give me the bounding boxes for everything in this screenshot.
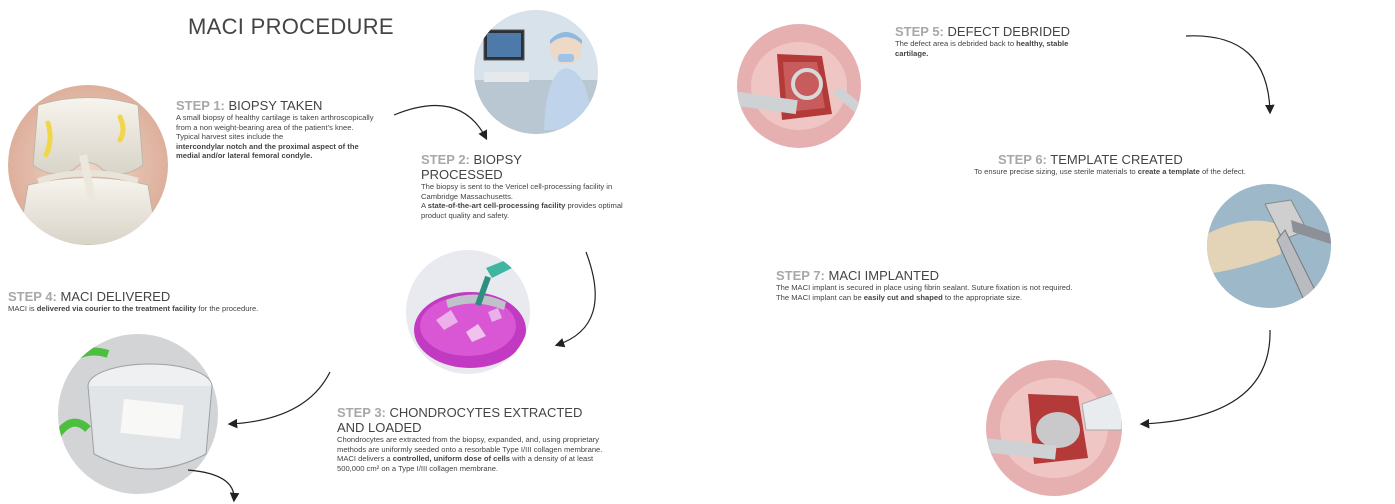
step-4-block: STEP 4: MACI DELIVERED MACI is delivered… (8, 289, 348, 314)
step-4-name: MACI DELIVERED (61, 289, 171, 304)
step-3-block: STEP 3: CHONDROCYTES EXTRACTED AND LOADE… (337, 405, 637, 473)
step-2-block: STEP 2: BIOPSY PROCESSED The biopsy is s… (421, 152, 651, 220)
step-4-bold: delivered via courier to the treatment f… (37, 304, 197, 313)
step-2-text: The biopsy is sent to the Vericel cell-p… (421, 182, 649, 220)
step-6-text: To ensure precise sizing, use sterile ma… (974, 167, 1388, 177)
step-6-text-2: of the defect. (1200, 167, 1246, 176)
step-1-heading: STEP 1: BIOPSY TAKEN (176, 98, 376, 113)
page-title: MACI PROCEDURE (188, 14, 394, 40)
step-6-block: STEP 6: TEMPLATE CREATED To ensure preci… (998, 152, 1388, 177)
petri-dish-image (406, 250, 530, 374)
step-2-number: STEP 2: (421, 152, 470, 167)
arrow-step7-to-implant (1142, 330, 1270, 424)
step-7-heading: STEP 7: MACI IMPLANTED (776, 268, 1116, 283)
template-image (1207, 184, 1331, 308)
step-7-bold: easily cut and shaped (864, 293, 943, 302)
step-5-heading: STEP 5: DEFECT DEBRIDED (895, 24, 1080, 39)
arrow-step5-to-step6 (1186, 36, 1270, 112)
step-7-text-2a: The MACI implant can be (776, 293, 864, 302)
step-4-text: MACI is delivered via courier to the tre… (8, 304, 348, 314)
knee-image (8, 85, 168, 245)
step-4-number: STEP 4: (8, 289, 57, 304)
step-7-block: STEP 7: MACI IMPLANTED The MACI implant … (776, 268, 1116, 302)
step-6-number: STEP 6: (998, 152, 1047, 167)
step-3-name-2: AND LOADED (337, 420, 422, 435)
step-6-heading: STEP 6: TEMPLATE CREATED (998, 152, 1388, 167)
step-5-block: STEP 5: DEFECT DEBRIDED The defect area … (895, 24, 1080, 58)
step-2-name-2: PROCESSED (421, 167, 503, 182)
step-3-heading: STEP 3: CHONDROCYTES EXTRACTED AND LOADE… (337, 405, 637, 435)
step-3-text-1: Chondrocytes are extracted from the biop… (337, 435, 622, 454)
step-5-text: The defect area is debrided back to heal… (895, 39, 1080, 58)
step-2-heading: STEP 2: BIOPSY PROCESSED (421, 152, 651, 182)
lab-image (474, 10, 598, 134)
step-3-number: STEP 3: (337, 405, 386, 420)
step-2-text-2a: A (421, 201, 428, 210)
step-6-bold: create a template (1138, 167, 1200, 176)
step-1-name: BIOPSY TAKEN (229, 98, 323, 113)
step-3-text: Chondrocytes are extracted from the biop… (337, 435, 622, 473)
step-1-text: A small biopsy of healthy cartilage is t… (176, 113, 376, 161)
step-4-heading: STEP 4: MACI DELIVERED (8, 289, 348, 304)
step-1-number: STEP 1: (176, 98, 225, 113)
step-6-text-1: To ensure precise sizing, use sterile ma… (974, 167, 1138, 176)
step-1-block: STEP 1: BIOPSY TAKEN A small biopsy of h… (176, 98, 376, 161)
step-4-text-2: for the procedure. (196, 304, 258, 313)
step-4-text-1: MACI is (8, 304, 37, 313)
defect-debrided-image (737, 24, 861, 148)
step-7-text-2b: to the appropriate size. (943, 293, 1022, 302)
step-3-bold: controlled, uniform dose of cells (393, 454, 510, 463)
step-7-number: STEP 7: (776, 268, 825, 283)
step-1-bold: intercondylar notch and the proximal asp… (176, 142, 359, 161)
step-2-name-1: BIOPSY (474, 152, 522, 167)
step-3-name-1: CHONDROCYTES EXTRACTED (390, 405, 583, 420)
step-2-bold: state-of-the-art cell-processing facilit… (428, 201, 566, 210)
step-6-name: TEMPLATE CREATED (1050, 152, 1182, 167)
step-3-text-2a: MACI delivers a (337, 454, 393, 463)
step-7-text: The MACI implant is secured in place usi… (776, 283, 1116, 302)
step-7-text-1: The MACI implant is secured in place usi… (776, 283, 1116, 293)
arrow-step2-to-step3 (557, 252, 595, 345)
step-2-text-1: The biopsy is sent to the Vericel cell-p… (421, 182, 649, 201)
step-1-text-1: A small biopsy of healthy cartilage is t… (176, 113, 376, 132)
container-image (58, 334, 218, 494)
step-5-name: DEFECT DEBRIDED (948, 24, 1071, 39)
arrow-step4-down (188, 470, 234, 500)
step-1-text-2: Typical harvest sites include the (176, 132, 376, 142)
step-5-text-1: The defect area is debrided back to (895, 39, 1016, 48)
arrow-step3-to-step4 (230, 372, 330, 424)
step-5-number: STEP 5: (895, 24, 944, 39)
arrow-step1-to-step2 (394, 106, 486, 138)
implanted-image (986, 360, 1122, 496)
step-7-name: MACI IMPLANTED (829, 268, 940, 283)
